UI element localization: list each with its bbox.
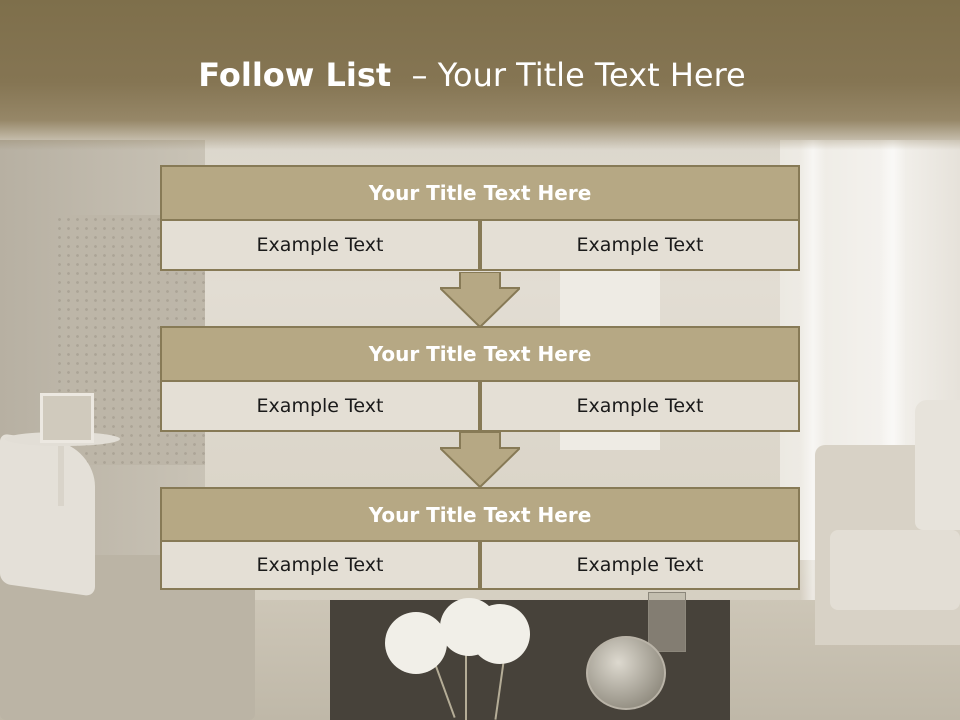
flow-block-cell: Example Text	[160, 382, 480, 432]
flow-block-cell: Example Text	[480, 382, 800, 432]
header-band	[0, 0, 960, 150]
background-flower-stem	[465, 630, 467, 720]
flow-block-title: Your Title Text Here	[160, 487, 800, 542]
background-cushion	[0, 433, 95, 597]
flow-block-cell: Example Text	[160, 221, 480, 271]
flow-block-cells: Example Text Example Text	[160, 542, 800, 590]
background-armchair-seat	[830, 530, 960, 610]
slide-title-bold: Follow List	[198, 56, 392, 94]
down-arrow-icon	[440, 272, 520, 328]
background-armchair-cushion	[915, 400, 960, 530]
flow-block-title: Your Title Text Here	[160, 165, 800, 221]
flow-block-cell: Example Text	[480, 221, 800, 271]
slide-title: Follow List – Your Title Text Here	[0, 56, 944, 94]
background-laptop	[40, 393, 94, 443]
flow-block: Your Title Text Here Example Text Exampl…	[160, 487, 800, 590]
background-flower	[385, 612, 447, 674]
flow-block-cell: Example Text	[160, 542, 480, 590]
background-side-table-leg	[58, 446, 64, 506]
flow-block: Your Title Text Here Example Text Exampl…	[160, 165, 800, 271]
flow-block-cells: Example Text Example Text	[160, 221, 800, 271]
slide-title-rest: – Your Title Text Here	[391, 56, 746, 94]
down-arrow-icon	[440, 432, 520, 488]
flow-block-cell: Example Text	[480, 542, 800, 590]
background-glass-bowl	[586, 636, 666, 710]
flow-block: Your Title Text Here Example Text Exampl…	[160, 326, 800, 432]
flow-block-cells: Example Text Example Text	[160, 382, 800, 432]
background-vase	[648, 592, 686, 652]
background-flower	[470, 604, 530, 664]
flow-block-title: Your Title Text Here	[160, 326, 800, 382]
